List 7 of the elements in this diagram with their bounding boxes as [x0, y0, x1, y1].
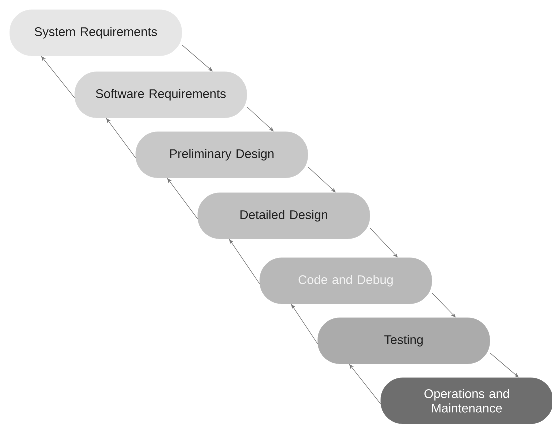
- stage-box: Operations and Maintenance: [380, 378, 552, 424]
- stage-box: Software Requirements: [74, 72, 248, 118]
- stage-box: System Requirements: [10, 10, 182, 56]
- stage-box: Detailed Design: [198, 192, 370, 240]
- stage-box: Code and Debug: [260, 258, 432, 304]
- stage-box: Testing: [318, 318, 490, 364]
- stage-box: Preliminary Design: [136, 132, 308, 178]
